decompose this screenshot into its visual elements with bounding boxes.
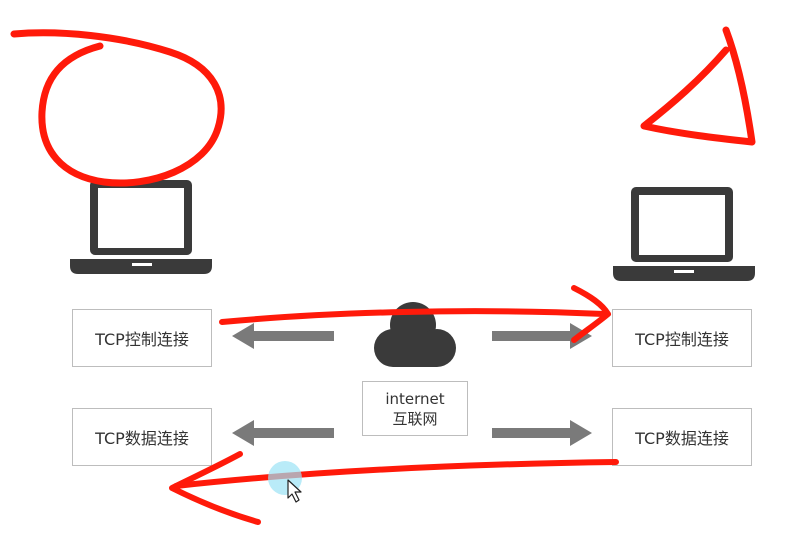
- tcp-control-connection-box-left: TCP控制连接: [72, 309, 212, 367]
- mouse-cursor-icon: [287, 479, 302, 503]
- box-label: TCP数据连接: [95, 429, 189, 448]
- laptop-icon: [613, 187, 755, 281]
- arrow-left-bottom: [232, 420, 334, 446]
- annotation-arrow-right: [219, 308, 607, 325]
- laptop-icon: [70, 180, 212, 274]
- internet-label-cn: 互联网: [392, 409, 438, 428]
- annotation-loop: [10, 29, 225, 187]
- box-label: TCP控制连接: [635, 330, 729, 349]
- annotation-arrowhead-left: [169, 451, 261, 525]
- tcp-data-connection-box-left: TCP数据连接: [72, 408, 212, 466]
- arrow-left-top: [232, 323, 334, 349]
- tcp-control-connection-box-right: TCP控制连接: [612, 309, 752, 367]
- internet-label: internet: [385, 389, 445, 408]
- box-label: TCP控制连接: [95, 330, 189, 349]
- box-label: TCP数据连接: [635, 429, 729, 448]
- annotation-arrowhead-right: [571, 285, 611, 343]
- arrow-right-bottom: [492, 420, 592, 446]
- internet-label-box: internet 互联网: [362, 381, 468, 436]
- annotation-arrow-left: [173, 459, 619, 489]
- annotation-triangle: [640, 26, 756, 146]
- tcp-data-connection-box-right: TCP数据连接: [612, 408, 752, 466]
